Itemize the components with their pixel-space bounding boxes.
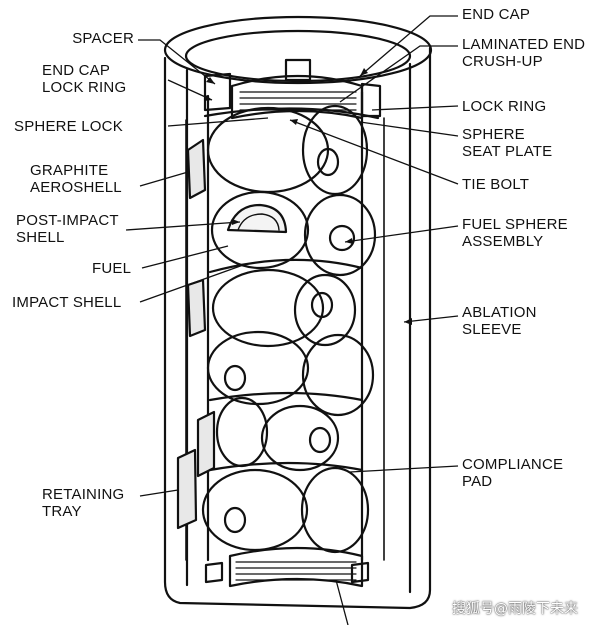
aeroshell-segment-upper <box>186 138 207 200</box>
label-graphite-aeroshell-line2: AEROSHELL <box>30 179 122 196</box>
label-ablation-sleeve: ABLATION SLEEVE <box>462 304 537 338</box>
label-tie-bolt: TIE BOLT <box>462 176 530 193</box>
label-compliance-pad-line2: PAD <box>462 473 493 490</box>
label-compliance-pad: COMPLIANCE PAD <box>462 456 563 490</box>
label-retaining-tray: RETAINING TRAY <box>42 486 124 520</box>
watermark-text: 搜狐号@雨陵下未来 <box>452 601 578 617</box>
leader-lines <box>125 15 459 625</box>
label-retaining-tray-line1: RETAINING <box>42 486 125 503</box>
post-impact-shell <box>226 203 288 234</box>
label-post-impact-shell-line1: POST-IMPACT <box>16 212 119 229</box>
laminated-end-crush-up <box>239 91 357 111</box>
label-compliance-pad-line1: COMPLIANCE <box>462 456 564 473</box>
label-sphere-seat-plate-line1: SPHERE <box>462 126 525 143</box>
label-fuel-sphere-assembly-line1: FUEL SPHERE <box>462 216 568 233</box>
label-sphere-seat-plate-line2: SEAT PLATE <box>462 143 553 160</box>
label-laminated-end-crush-up-line1: LAMINATED END <box>462 36 586 53</box>
label-graphite-aeroshell: GRAPHITE AEROSHELL <box>30 162 122 196</box>
label-graphite-aeroshell-line1: GRAPHITE <box>30 162 109 179</box>
label-fuel: FUEL <box>92 260 132 277</box>
label-ablation-sleeve-line1: ABLATION <box>462 304 537 321</box>
label-end-cap: END CAP <box>462 6 531 23</box>
end-cap-rim <box>163 15 433 85</box>
label-laminated-end-crush-up: LAMINATED END CRUSH-UP <box>462 36 585 70</box>
label-fuel-sphere-assembly: FUEL SPHERE ASSEMBLY <box>462 216 568 250</box>
label-end-cap-lock-ring-line2: LOCK RING <box>42 79 127 96</box>
label-ablation-sleeve-line2: SLEEVE <box>462 321 522 338</box>
fuel-spheres <box>201 104 377 554</box>
label-laminated-end-crush-up-line2: CRUSH-UP <box>462 53 543 70</box>
label-post-impact-shell-line2: SHELL <box>16 229 65 246</box>
label-sphere-lock: SPHERE LOCK <box>14 118 123 135</box>
label-end-cap-lock-ring-line1: END CAP <box>42 62 111 79</box>
label-spacer: SPACER <box>72 30 134 47</box>
graphite-aeroshell-wall <box>206 90 364 562</box>
label-sphere-seat-plate: SPHERE SEAT PLATE <box>462 126 552 160</box>
label-lock-ring: LOCK RING <box>462 98 547 115</box>
ablation-sleeve <box>163 46 432 610</box>
label-end-cap-lock-ring: END CAP LOCK RING <box>42 62 126 96</box>
lock-ring-right <box>360 82 382 118</box>
bottom-crush-up <box>228 546 364 588</box>
label-fuel-sphere-assembly-line2: ASSEMBLY <box>462 233 544 250</box>
leader-arrowheads <box>204 68 412 325</box>
label-impact-shell: IMPACT SHELL <box>12 294 122 311</box>
retaining-tray <box>176 448 198 530</box>
label-post-impact-shell: POST-IMPACT SHELL <box>16 212 119 246</box>
label-retaining-tray-line2: TRAY <box>42 503 82 520</box>
